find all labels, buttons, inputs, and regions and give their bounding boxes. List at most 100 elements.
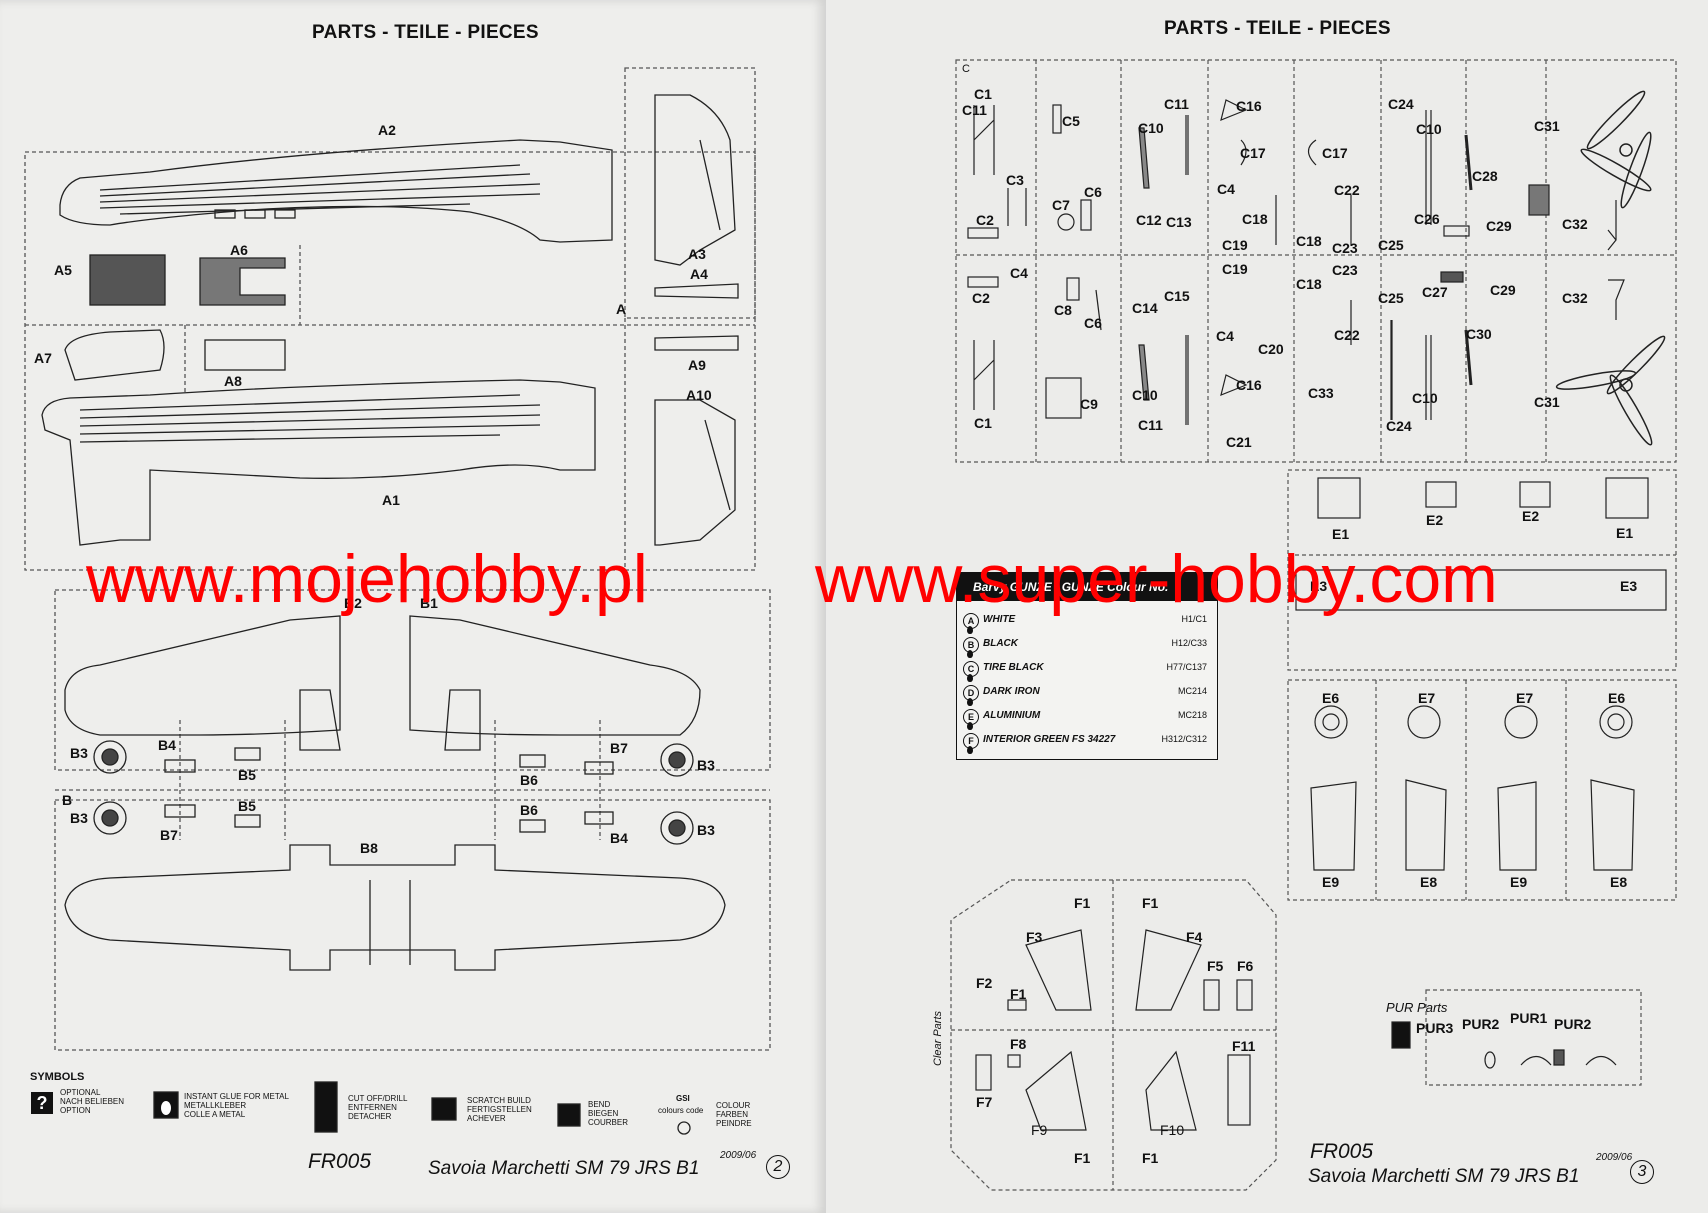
part-label-c23: C23 — [1332, 240, 1358, 256]
paint-drop-icon — [967, 650, 973, 658]
part-label-c7: C7 — [1052, 197, 1070, 213]
sprue-letter-b: B — [62, 792, 73, 808]
part-label-f7: F7 — [976, 1094, 993, 1110]
clear-parts-label: Clear Parts — [932, 1010, 944, 1066]
part-label-b8: B8 — [360, 840, 378, 856]
symbol-bend-text: BEND BIEGEN COURBER — [588, 1100, 629, 1127]
part-label-f10: F10 — [1160, 1122, 1185, 1138]
part-label-c19: C19 — [1222, 261, 1248, 277]
part-label-a2: A2 — [378, 122, 396, 138]
symbol-cut-text: CUT OFF/DRILL ENTFERNEN DETACHER — [348, 1094, 408, 1121]
part-label-c31: C31 — [1534, 394, 1560, 410]
part-label-c18: C18 — [1296, 233, 1322, 249]
footer-code: FR005 — [308, 1150, 372, 1173]
part-label-c16: C16 — [1236, 377, 1262, 393]
pur-label: PUR1 — [1510, 1010, 1548, 1026]
sprue-letter-c: C — [962, 63, 970, 75]
part-label-e2: E2 — [1522, 508, 1540, 524]
right-page: PARTS - TEILE - PIECES — [826, 0, 1708, 1213]
colour-code: H1/C1 — [1181, 614, 1207, 624]
part-label-c3: C3 — [1006, 172, 1024, 188]
part-label-b4: B4 — [158, 737, 176, 753]
paint-drop-icon — [967, 674, 973, 682]
part-label-e6: E6 — [1322, 690, 1340, 706]
sprue-a-b-drawing — [24, 67, 771, 1135]
part-label-e7: E7 — [1516, 690, 1534, 706]
page-number: 3 — [1630, 1160, 1654, 1184]
part-label-c27: C27 — [1422, 284, 1448, 300]
part-label-c15: C15 — [1164, 288, 1190, 304]
part-label-c5: C5 — [1062, 113, 1080, 129]
part-label-f1: F1 — [1142, 895, 1159, 911]
symbol-glue-text: INSTANT GLUE FOR METAL METALLKLEBER COLL… — [184, 1092, 289, 1119]
part-label-c10: C10 — [1132, 387, 1158, 403]
part-label-b2: B2 — [344, 595, 362, 611]
page-number: 2 — [766, 1155, 790, 1179]
footer-title: Savoia Marchetti SM 79 JRS B1 — [1308, 1166, 1580, 1187]
part-label-b3: B3 — [70, 810, 88, 826]
colour-name: INTERIOR GREEN FS 34227 — [983, 734, 1116, 745]
part-label-f4: F4 — [1186, 929, 1203, 945]
part-label-e3: E3 — [1620, 578, 1638, 594]
watermark-left: www.mojehobby.pl — [86, 541, 648, 617]
part-label-c8: C8 — [1054, 302, 1072, 318]
part-label-a1: A1 — [382, 492, 400, 508]
gsi-sub: colours code — [658, 1106, 704, 1115]
part-label-b7: B7 — [160, 827, 178, 843]
part-label-c18: C18 — [1242, 211, 1268, 227]
part-label-c19: C19 — [1222, 237, 1248, 253]
watermark-right: www.super-hobby.com — [815, 541, 1498, 617]
part-label-b6: B6 — [520, 772, 538, 788]
part-label-a4: A4 — [690, 266, 708, 282]
part-label-b5: B5 — [238, 798, 256, 814]
paint-drop-icon — [967, 746, 973, 754]
part-label-b6: B6 — [520, 802, 538, 818]
part-label-c9: C9 — [1080, 396, 1098, 412]
part-label-b3: B3 — [697, 757, 715, 773]
part-label-b7: B7 — [610, 740, 628, 756]
part-label-e7: E7 — [1418, 690, 1436, 706]
colour-name: WHITE — [983, 614, 1016, 625]
footer-code: FR005 — [1310, 1140, 1374, 1163]
colour-name: BLACK — [983, 638, 1018, 649]
pur-label: PUR2 — [1554, 1016, 1592, 1032]
part-label-c25: C25 — [1378, 290, 1404, 306]
part-label-f2: F2 — [976, 975, 993, 991]
part-label-f1: F1 — [1010, 986, 1027, 1002]
pur-label: PUR3 — [1416, 1020, 1454, 1036]
pur-parts-title: PUR Parts — [1386, 1000, 1448, 1015]
part-label-c17: C17 — [1322, 145, 1348, 161]
part-label-c10: C10 — [1416, 121, 1442, 137]
part-label-e8: E8 — [1420, 874, 1438, 890]
part-label-f8: F8 — [1010, 1036, 1027, 1052]
colour-code: H12/C33 — [1171, 638, 1207, 648]
part-label-f1: F1 — [1142, 1150, 1159, 1166]
part-label-e3: E3 — [1310, 578, 1328, 594]
part-label-b5: B5 — [238, 767, 256, 783]
part-label-c31: C31 — [1534, 118, 1560, 134]
part-label-f6: F6 — [1237, 958, 1254, 974]
part-label-e1: E1 — [1332, 526, 1350, 542]
symbol-colour-text: COLOUR FARBEN PEINDRE — [716, 1101, 752, 1128]
colour-code: H77/C137 — [1166, 662, 1207, 672]
part-label-c18: C18 — [1296, 276, 1322, 292]
part-label-c10: C10 — [1138, 120, 1164, 136]
part-label-c17: C17 — [1240, 145, 1266, 161]
part-label-c28: C28 — [1472, 168, 1498, 184]
part-label-c32: C32 — [1562, 216, 1588, 232]
part-label-c26: C26 — [1414, 211, 1440, 227]
part-label-c6: C6 — [1084, 315, 1102, 331]
part-label-c22: C22 — [1334, 182, 1360, 198]
part-label-f1: F1 — [1074, 1150, 1091, 1166]
part-label-e9: E9 — [1322, 874, 1340, 890]
colour-name: TIRE BLACK — [983, 662, 1044, 673]
part-label-c1: C1 — [974, 86, 992, 102]
footer-date: 2009/06 — [1596, 1152, 1633, 1163]
part-label-c24: C24 — [1388, 96, 1414, 112]
part-label-c21: C21 — [1226, 434, 1252, 450]
